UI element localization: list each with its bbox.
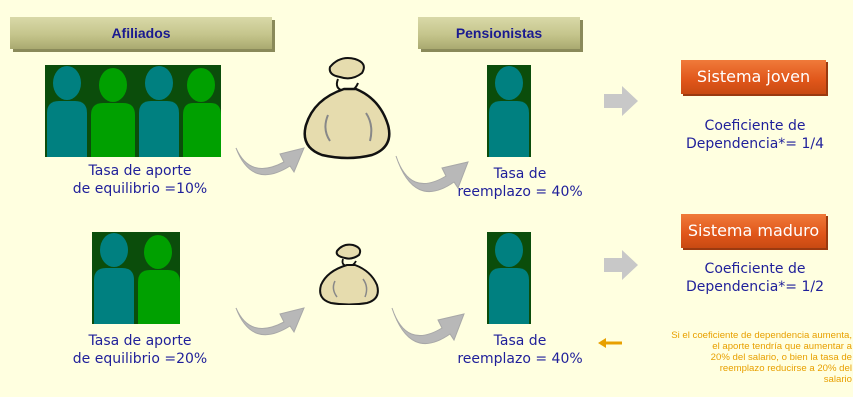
bottom-coef-text: Coeficiente de Dependencia*= 1/2 bbox=[665, 260, 845, 296]
curved-arrow-icon bbox=[235, 307, 305, 336]
top-coef-text: Coeficiente de Dependencia*= 1/4 bbox=[665, 117, 845, 153]
caption-line: de equilibrio =10% bbox=[72, 181, 208, 197]
note-line: Si el coeficiente de dependencia aumenta… bbox=[671, 330, 852, 341]
coef-line: Coeficiente de bbox=[704, 261, 806, 277]
afiliados-group-icon bbox=[45, 65, 221, 157]
pensionista-icon bbox=[487, 65, 531, 157]
sistema-joven-label: Sistema joven bbox=[681, 60, 826, 94]
caption-line: reemplazo = 40% bbox=[457, 184, 583, 200]
money-bag-icon bbox=[303, 57, 391, 160]
right-arrow-icon bbox=[604, 250, 638, 280]
caption-line: Tasa de aporte bbox=[88, 163, 192, 179]
coef-line: Dependencia*= 1/2 bbox=[685, 279, 825, 295]
money-bag-icon bbox=[319, 243, 379, 305]
note-line: reemplazo reducirse a 20% del bbox=[719, 363, 852, 374]
dependency-note: Si el coeficiente de dependencia aumenta… bbox=[608, 330, 852, 385]
caption-line: Tasa de bbox=[493, 166, 547, 182]
person-icon bbox=[91, 68, 135, 157]
afiliados-header: Afiliados bbox=[10, 17, 272, 49]
note-line: 20% del salario, o bien la tasa de bbox=[710, 352, 852, 363]
curved-arrow-icon bbox=[235, 147, 305, 176]
person-icon bbox=[47, 66, 87, 157]
sistema-maduro-label: Sistema maduro bbox=[681, 214, 826, 248]
coef-line: Coeficiente de bbox=[704, 118, 806, 134]
top-replacement-caption: Tasa de reemplazo = 40% bbox=[445, 165, 595, 201]
coef-line: Dependencia*= 1/4 bbox=[685, 136, 825, 152]
note-line: salario bbox=[823, 374, 852, 385]
caption-line: Tasa de bbox=[493, 333, 547, 349]
person-icon bbox=[138, 235, 180, 324]
person-icon bbox=[183, 68, 221, 157]
note-line: el aporte tendría que aumentar a bbox=[712, 341, 852, 352]
pensionista-icon bbox=[487, 232, 531, 324]
caption-line: reemplazo = 40% bbox=[457, 351, 583, 367]
curved-arrow-icon bbox=[395, 155, 469, 192]
top-contribution-caption: Tasa de aporte de equilibrio =10% bbox=[45, 162, 235, 198]
bottom-contribution-caption: Tasa de aporte de equilibrio =20% bbox=[45, 332, 235, 368]
caption-line: de equilibrio =20% bbox=[72, 351, 208, 367]
person-icon bbox=[94, 233, 134, 324]
curved-arrow-icon bbox=[391, 307, 465, 344]
person-icon bbox=[139, 66, 179, 157]
bottom-replacement-caption: Tasa de reemplazo = 40% bbox=[445, 332, 595, 368]
afiliados-group-icon bbox=[92, 232, 180, 324]
caption-line: Tasa de aporte bbox=[88, 333, 192, 349]
pensionistas-header: Pensionistas bbox=[418, 17, 580, 49]
left-arrow-icon bbox=[598, 338, 622, 348]
right-arrow-icon bbox=[604, 86, 638, 116]
